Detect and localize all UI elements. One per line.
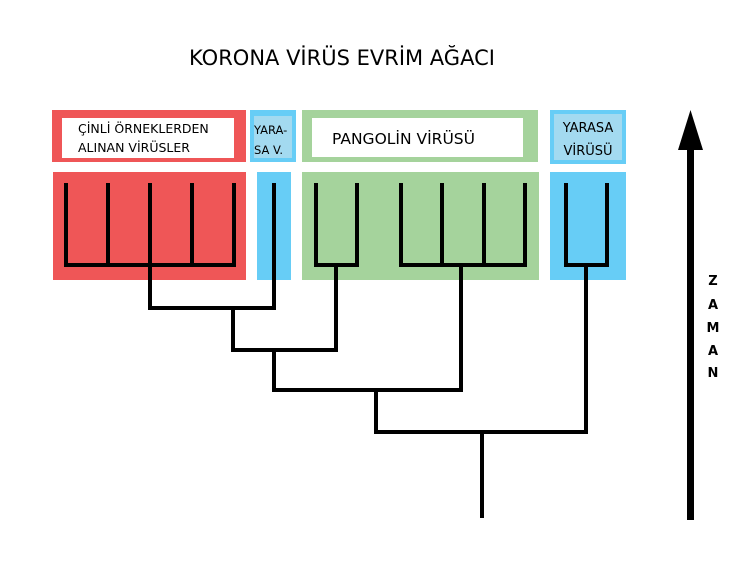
- header-bat-virus-small: YARA- SA V.: [250, 110, 296, 162]
- svg-text:A: A: [708, 298, 718, 313]
- header-bat-virus: YARASA VİRÜSÜ: [550, 110, 626, 164]
- svg-text:M: M: [707, 321, 720, 336]
- phylogenetic-tree: [64, 183, 609, 518]
- svg-text:A: A: [708, 344, 718, 359]
- group-box-bat: [550, 172, 626, 280]
- time-arrow-icon: [678, 110, 703, 520]
- group-box-pangolin: [302, 172, 539, 280]
- time-axis-label: Z A M A N: [707, 274, 720, 381]
- label-line2: SA V.: [254, 143, 283, 157]
- label-line1: YARASA: [562, 121, 614, 136]
- svg-text:Z: Z: [708, 274, 717, 289]
- header-chinese-samples: ÇİNLİ ÖRNEKLERDEN ALINAN VİRÜSLER: [52, 110, 246, 162]
- label-line1: ÇİNLİ ÖRNEKLERDEN: [78, 120, 209, 136]
- label-line2: VİRÜSÜ: [563, 142, 612, 159]
- label: PANGOLİN VİRÜSÜ: [332, 129, 475, 148]
- label-line1: YARA-: [253, 123, 287, 137]
- diagram-title: KORONA VİRÜS EVRİM AĞACI: [189, 45, 495, 70]
- header-pangolin-virus: PANGOLİN VİRÜSÜ: [302, 110, 538, 162]
- label-line2: ALINAN VİRÜSLER: [78, 139, 190, 155]
- svg-text:N: N: [708, 366, 719, 381]
